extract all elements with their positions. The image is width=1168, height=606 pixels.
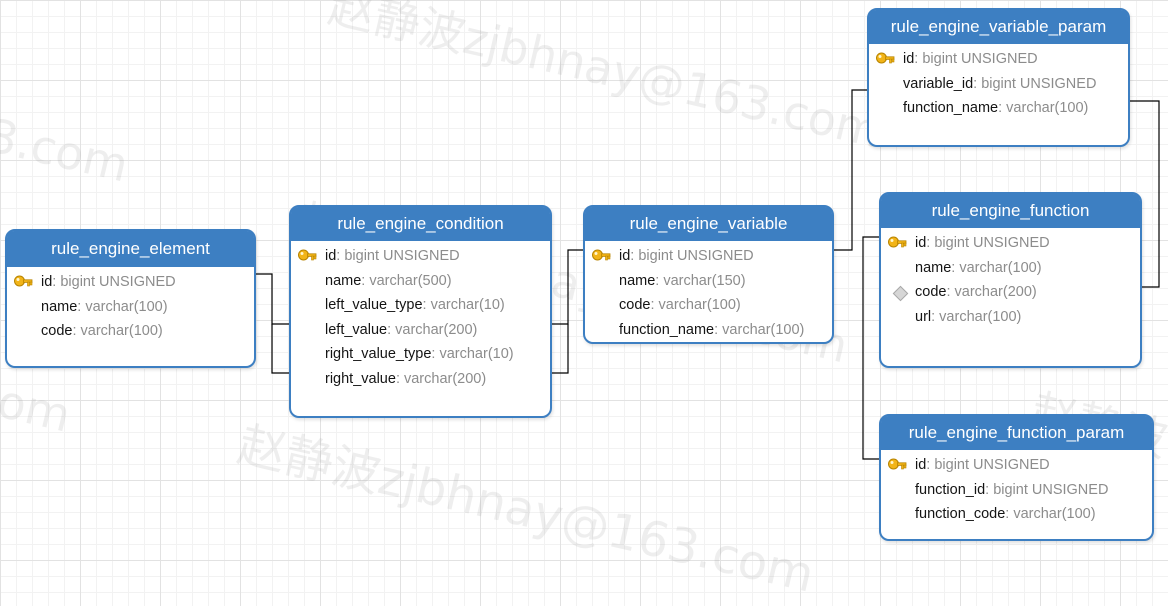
field-id[interactable]: id: bigint UNSIGNED — [881, 453, 1152, 478]
field-type: : varchar(100) — [951, 259, 1042, 276]
field-type: : bigint UNSIGNED — [630, 248, 754, 264]
field-type: : varchar(100) — [77, 298, 168, 315]
table-title: rule_engine_element — [7, 231, 254, 267]
field-type: : bigint UNSIGNED — [52, 274, 176, 290]
field-type: : varchar(200) — [946, 284, 1037, 300]
field-type: : varchar(100) — [650, 297, 741, 313]
field-name: id — [619, 248, 631, 264]
field-function-name[interactable]: function_name: varchar(100) — [869, 96, 1128, 121]
field-type: : varchar(100) — [931, 308, 1022, 325]
field-name: id — [915, 457, 927, 473]
field-type: : varchar(100) — [714, 321, 805, 338]
table-rule-engine-function-param[interactable]: rule_engine_function_param id: bigint UN… — [879, 414, 1154, 541]
field-variable-id[interactable]: variable_id: bigint UNSIGNED — [869, 72, 1128, 97]
field-type: : bigint UNSIGNED — [985, 481, 1109, 498]
primary-key-icon — [298, 249, 317, 261]
table-title: rule_engine_function — [881, 194, 1140, 228]
primary-key-icon — [14, 275, 33, 287]
field-type: : varchar(100) — [998, 100, 1089, 116]
field-code[interactable]: code: varchar(200) — [881, 280, 1140, 305]
field-name: variable_id — [903, 75, 974, 92]
field-left-value-type[interactable]: left_value_type: varchar(10) — [291, 293, 550, 318]
field-type: : varchar(200) — [387, 321, 478, 338]
table-rule-engine-variable[interactable]: rule_engine_variable id: bigint UNSIGNED… — [583, 205, 834, 344]
watermark-text: com — [0, 368, 76, 443]
field-type: : bigint UNSIGNED — [926, 457, 1050, 473]
table-rule-engine-function[interactable]: rule_engine_function id: bigint UNSIGNED… — [879, 192, 1142, 368]
table-title: rule_engine_variable_param — [869, 10, 1128, 44]
field-name: url — [915, 308, 932, 325]
field-url[interactable]: url: varchar(100) — [881, 305, 1140, 330]
field-id[interactable]: id: bigint UNSIGNED — [585, 244, 832, 269]
table-rule-engine-element[interactable]: rule_engine_element id: bigint UNSIGNED … — [5, 229, 256, 368]
field-name-row[interactable]: name: varchar(150) — [585, 269, 832, 294]
field-type: : bigint UNSIGNED — [914, 51, 1038, 67]
field-type: : varchar(150) — [655, 272, 746, 289]
field-name: function_name — [903, 100, 999, 116]
field-name: name — [325, 272, 362, 289]
field-name-row[interactable]: name: varchar(500) — [291, 269, 550, 294]
table-title: rule_engine_condition — [291, 207, 550, 241]
field-id[interactable]: id: bigint UNSIGNED — [7, 270, 254, 295]
field-type: : varchar(100) — [72, 323, 163, 339]
field-id[interactable]: id: bigint UNSIGNED — [291, 244, 550, 269]
field-name-row[interactable]: name: varchar(100) — [7, 295, 254, 320]
index-diamond-icon — [892, 285, 909, 302]
field-name: code — [41, 323, 73, 339]
field-type: : varchar(200) — [395, 370, 487, 387]
field-type: : bigint UNSIGNED — [336, 248, 460, 264]
field-id[interactable]: id: bigint UNSIGNED — [869, 47, 1128, 72]
watermark-text: 赵静波zjbhnay@163.com — [323, 0, 887, 159]
field-type: : varchar(10) — [422, 297, 505, 313]
field-name: right_value_type — [325, 346, 432, 362]
table-rule-engine-variable-param[interactable]: rule_engine_variable_param id: bigint UN… — [867, 8, 1130, 147]
field-function-code[interactable]: function_code: varchar(100) — [881, 502, 1152, 527]
primary-key-icon — [876, 52, 895, 64]
table-rule-engine-condition[interactable]: rule_engine_condition id: bigint UNSIGNE… — [289, 205, 552, 418]
field-right-value[interactable]: right_value: varchar(200) — [291, 367, 550, 392]
primary-key-icon — [592, 249, 611, 261]
table-title: rule_engine_function_param — [881, 416, 1152, 450]
field-name: id — [915, 235, 927, 251]
field-type: : bigint UNSIGNED — [973, 75, 1097, 92]
watermark-text: 3.com — [0, 108, 134, 193]
field-code[interactable]: code: varchar(100) — [585, 293, 832, 318]
field-name: name — [41, 298, 78, 315]
field-type: : bigint UNSIGNED — [926, 235, 1050, 251]
field-name: name — [619, 272, 656, 289]
field-right-value-type[interactable]: right_value_type: varchar(10) — [291, 342, 550, 367]
field-type: : varchar(500) — [361, 272, 452, 289]
field-name: id — [903, 51, 915, 67]
primary-key-icon — [888, 236, 907, 248]
field-left-value[interactable]: left_value: varchar(200) — [291, 318, 550, 343]
field-function-name[interactable]: function_name: varchar(100) — [585, 318, 832, 343]
field-name: function_name — [619, 321, 715, 338]
field-name: name — [915, 259, 952, 276]
field-type: : varchar(100) — [1005, 506, 1096, 522]
field-name: left_value — [325, 321, 388, 338]
field-name: right_value — [325, 370, 396, 387]
field-name: function_code — [915, 506, 1006, 522]
field-function-id[interactable]: function_id: bigint UNSIGNED — [881, 478, 1152, 503]
field-code[interactable]: code: varchar(100) — [7, 319, 254, 344]
watermark-text: 赵静波zjbhnay@163.com — [232, 416, 820, 604]
primary-key-icon — [888, 458, 907, 470]
field-name: code — [619, 297, 651, 313]
field-name: id — [41, 274, 53, 290]
field-name: id — [325, 248, 337, 264]
field-name: code — [915, 284, 947, 300]
field-name: left_value_type — [325, 297, 423, 313]
field-name-row[interactable]: name: varchar(100) — [881, 256, 1140, 281]
table-title: rule_engine_variable — [585, 207, 832, 241]
field-type: : varchar(10) — [431, 346, 514, 362]
field-name: function_id — [915, 481, 986, 498]
field-id[interactable]: id: bigint UNSIGNED — [881, 231, 1140, 256]
